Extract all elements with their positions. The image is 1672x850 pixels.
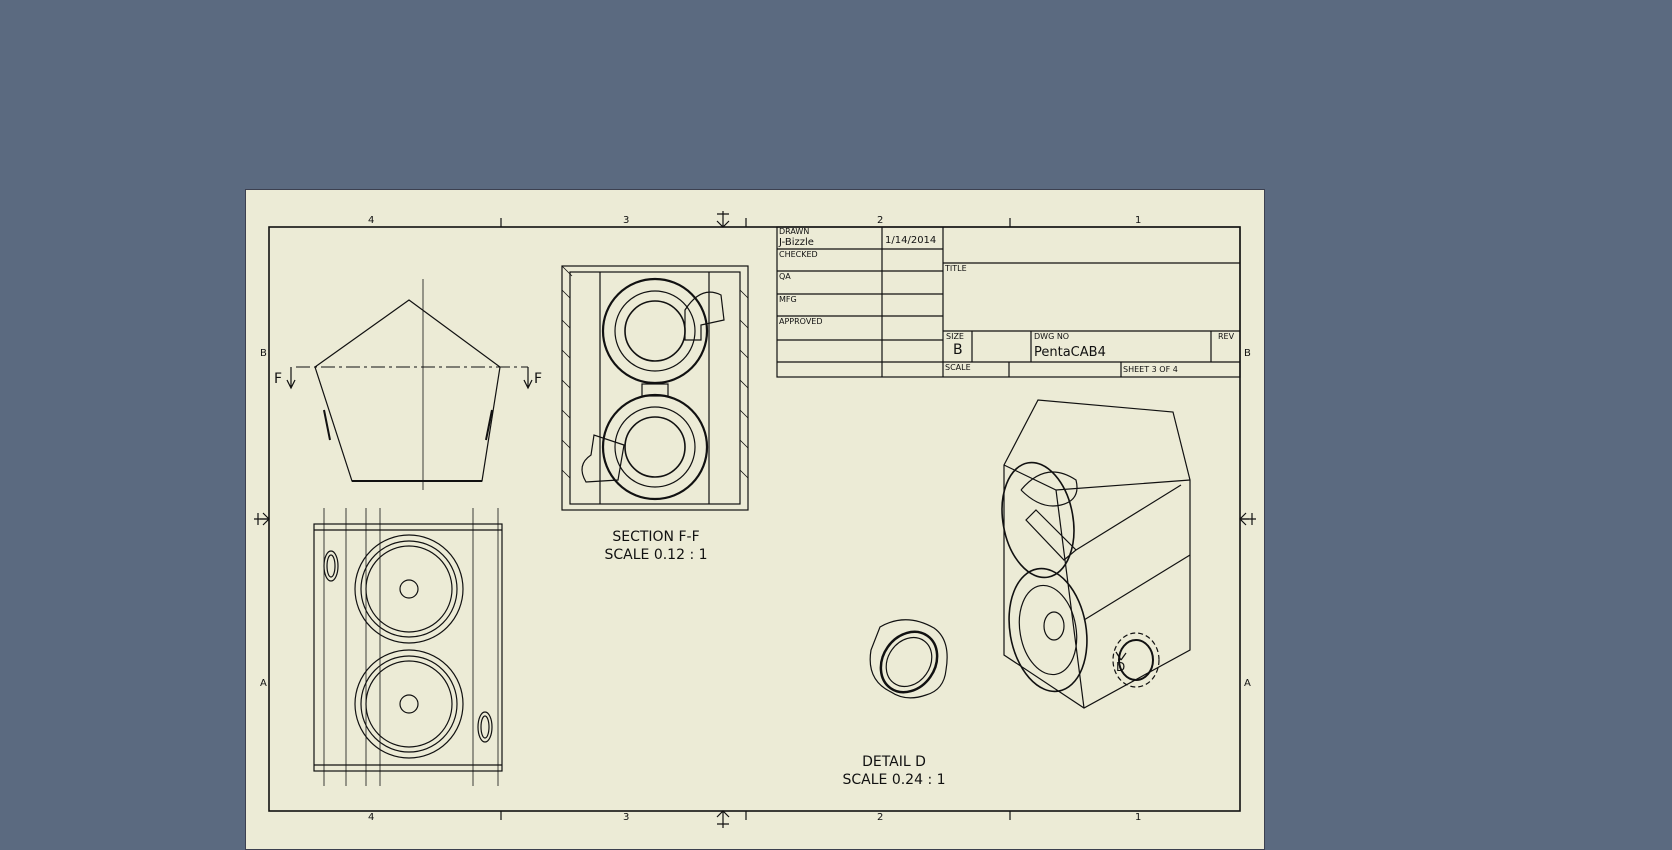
sheet-number[interactable]: SHEET 3 OF 4 <box>1123 365 1178 374</box>
zone-right-b: B <box>1244 348 1251 359</box>
detail-marker[interactable]: D <box>1116 660 1126 674</box>
detail-view <box>869 619 948 699</box>
isometric-view <box>1001 399 1191 709</box>
zone-top-3: 3 <box>623 215 630 226</box>
section-caption-scale: SCALE 0.12 : 1 <box>604 547 708 563</box>
detail-caption-title: DETAIL D <box>862 754 926 770</box>
drawn-label: DRAWN <box>779 227 810 236</box>
zone-left-b: B <box>260 348 267 359</box>
section-mark-left[interactable]: F <box>274 371 283 387</box>
scale-label: SCALE <box>945 363 971 372</box>
zone-top-1: 1 <box>1135 215 1142 226</box>
zone-bottom-2: 2 <box>877 812 884 823</box>
top-view <box>286 279 533 490</box>
zone-bottom-4: 4 <box>368 812 375 823</box>
detail-caption: DETAIL D SCALE 0.24 : 1 <box>829 753 959 789</box>
title-block <box>776 226 1241 378</box>
zone-top-4: 4 <box>368 215 375 226</box>
zone-right-a: A <box>1244 678 1251 689</box>
dwg-no-label: DWG NO <box>1034 332 1070 341</box>
zone-bottom-1: 1 <box>1135 812 1142 823</box>
front-view <box>313 508 503 786</box>
drawn-by-value[interactable]: J-Bizzle <box>779 237 814 248</box>
drawing-border <box>268 226 1241 812</box>
mfg-label: MFG <box>779 295 797 304</box>
checked-label: CHECKED <box>779 250 818 259</box>
drawn-date-value[interactable]: 1/14/2014 <box>885 235 937 246</box>
detail-caption-scale: SCALE 0.24 : 1 <box>842 772 946 788</box>
zone-top-2: 2 <box>877 215 884 226</box>
size-value[interactable]: B <box>953 342 963 358</box>
zone-left-a: A <box>260 678 267 689</box>
drawing-canvas <box>254 211 1256 828</box>
section-mark-right[interactable]: F <box>534 371 543 387</box>
qa-label: QA <box>779 272 791 281</box>
section-caption-title: SECTION F-F <box>612 529 700 545</box>
rev-label: REV <box>1218 332 1235 341</box>
section-view <box>561 265 749 511</box>
size-label: SIZE <box>946 332 964 341</box>
approved-label: APPROVED <box>779 317 823 326</box>
zone-bottom-3: 3 <box>623 812 630 823</box>
title-label: TITLE <box>945 264 967 273</box>
dwg-no-value[interactable]: PentaCAB4 <box>1034 345 1106 360</box>
drawing-sheet[interactable]: 4 3 2 1 4 3 2 1 B A B A DRAWN J-Bizzle 1… <box>245 189 1265 850</box>
section-caption: SECTION F-F SCALE 0.12 : 1 <box>596 528 716 564</box>
